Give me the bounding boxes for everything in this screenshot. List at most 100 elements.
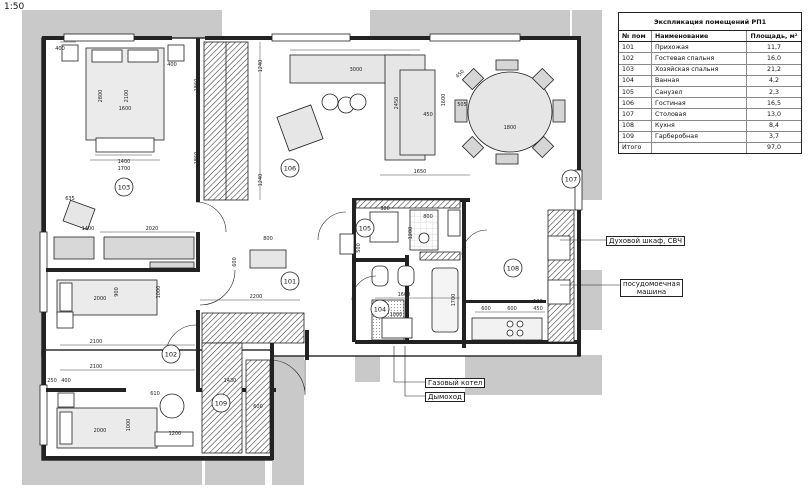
- oven-callout: Духовой шкаф, СВЧ: [606, 236, 686, 246]
- room-schedule-cell-name: Гарберобная: [651, 131, 747, 143]
- dim-label: 1700: [451, 294, 457, 307]
- dim-label: 2800: [98, 90, 104, 103]
- dim-label: 1860: [194, 79, 200, 92]
- room-schedule-cell-num: 104: [619, 75, 652, 87]
- dim-label: 500: [356, 243, 362, 253]
- drawing-scale: 1:50: [4, 2, 25, 12]
- dim-label: 600: [253, 404, 263, 410]
- room-schedule-cell-name: Санузел: [651, 86, 747, 99]
- callout-leaders: [393, 239, 620, 397]
- room-schedule-title: Экспликация помещений РП1: [619, 13, 801, 31]
- room-markers: [114, 158, 581, 413]
- room-schedule-cell-num: 106: [619, 97, 652, 110]
- dim-label: 1240: [258, 174, 264, 187]
- total-area: 97,0: [746, 142, 801, 154]
- dim-label: 2020: [146, 226, 159, 232]
- total-spacer: [651, 142, 747, 154]
- room-schedule-cell-name: Гостевая спальня: [651, 52, 747, 65]
- dim-label: 1000: [390, 312, 403, 318]
- dim-label: 800: [263, 236, 273, 242]
- room-schedule-cell-num: 103: [619, 64, 652, 76]
- dim-label: 900: [114, 287, 120, 297]
- dim-label: 380: [380, 206, 390, 212]
- room-schedule-cell-num: 105: [619, 86, 652, 99]
- room-schedule-cell-area: 2,3: [746, 86, 801, 99]
- dimension-lines: [60, 41, 545, 371]
- dim-label: 400: [55, 46, 65, 52]
- dim-label: 1600: [441, 94, 447, 107]
- col-header-area: Площадь, м²: [746, 31, 801, 43]
- dim-label: 2200: [250, 294, 263, 300]
- dim-label: 610: [150, 391, 160, 397]
- dim-label: 1400: [118, 159, 131, 165]
- dim-label: 1860: [194, 152, 200, 165]
- dim-label: 450: [455, 69, 466, 80]
- dim-label: 250: [47, 378, 57, 384]
- dim-label: 2100: [90, 339, 103, 345]
- kitchen-units: [471, 235, 571, 341]
- room-label-109: 109: [215, 400, 227, 408]
- built-in-storage: [53, 41, 575, 454]
- dim-label: 1600: [398, 292, 411, 298]
- room-label-106: 106: [284, 165, 296, 173]
- dim-label: 2000: [94, 296, 107, 302]
- room-schedule-cell-name: Ванная: [651, 75, 747, 87]
- dishwasher-callout: посудомоечная машина: [620, 279, 684, 297]
- living-room-furniture: [276, 54, 436, 161]
- dishwasher-callout-line2: машина: [636, 288, 667, 296]
- room-schedule-cell-num: 108: [619, 120, 652, 132]
- room-schedule-cell-num: 101: [619, 41, 652, 54]
- dim-label: 1800: [504, 125, 517, 131]
- dim-label: 400: [167, 62, 177, 68]
- room-schedule-total-row: Итого 97,0: [619, 142, 801, 154]
- dining-table: [454, 59, 566, 165]
- windows: [39, 33, 583, 446]
- room-schedule-cell-name: Гостиная: [651, 97, 747, 110]
- room-schedule-cell-area: 13,0: [746, 108, 801, 121]
- chimney-callout: Дымоход: [425, 392, 465, 402]
- room-label-104: 104: [374, 306, 386, 314]
- room-schedule-cell-area: 3,7: [746, 131, 801, 143]
- dim-label: 600: [507, 306, 517, 312]
- dim-label: 800: [423, 214, 433, 220]
- room-label-101: 101: [284, 278, 296, 286]
- dim-label: 600: [232, 257, 238, 267]
- dim-label: 2100: [124, 90, 130, 103]
- dim-label: 1200: [408, 227, 414, 240]
- dim-label: 1430: [224, 378, 237, 384]
- room-schedule-cell-name: Хозяйская спальня: [651, 64, 747, 76]
- dim-label: 450: [423, 112, 433, 118]
- dim-label: 2000: [94, 428, 107, 434]
- room-schedule-cell-area: 4,2: [746, 75, 801, 87]
- room-schedule-cell-num: 102: [619, 52, 652, 65]
- col-header-name: Наименование: [651, 31, 747, 43]
- room-schedule-cell-name: Прихожая: [651, 41, 747, 54]
- dim-label: 1650: [414, 169, 427, 175]
- dim-label: 1240: [258, 60, 264, 73]
- room-schedule-cell-area: 16,0: [746, 52, 801, 65]
- dim-label: 1000: [156, 286, 162, 299]
- dim-label: 505: [457, 102, 467, 108]
- room-schedule-cell-area: 21,2: [746, 64, 801, 76]
- dim-label: 1000: [126, 419, 132, 432]
- room-label-108: 108: [507, 265, 519, 273]
- total-label: Итого: [622, 144, 642, 152]
- misc-furniture: [62, 199, 461, 419]
- room-label-107: 107: [565, 176, 577, 184]
- dim-label: 1600: [119, 106, 132, 112]
- room-schedule-cell-area: 11,7: [746, 41, 801, 54]
- room-schedule-cell-num: 109: [619, 131, 652, 143]
- room-schedule-cell-name: Кухня: [651, 120, 747, 132]
- room-schedule-cell-area: 16,5: [746, 97, 801, 110]
- dishwasher-callout-line1: посудомоечная: [623, 280, 681, 288]
